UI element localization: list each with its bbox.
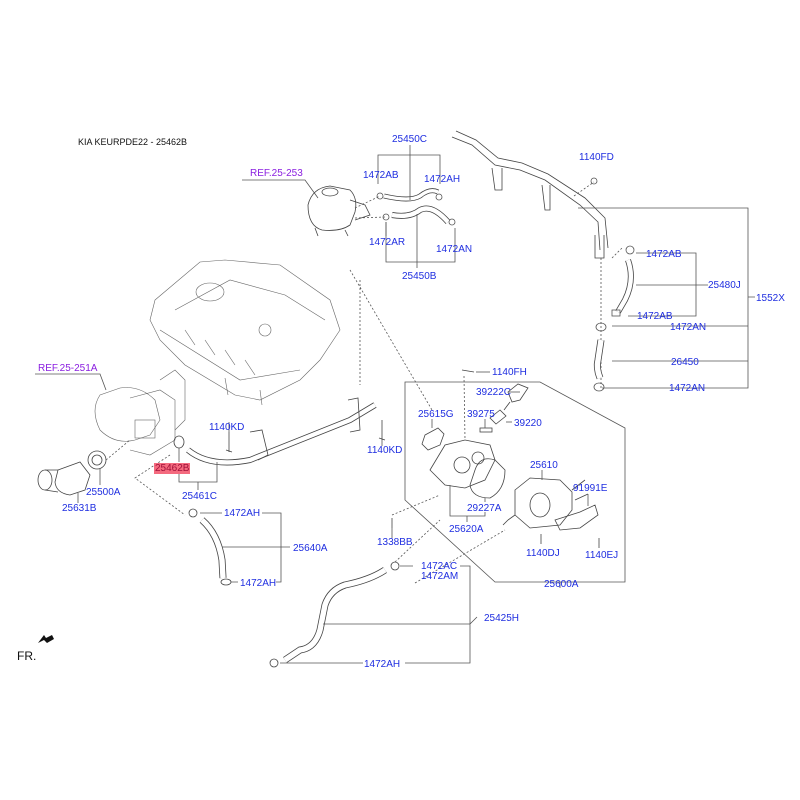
part-label-25615g[interactable]: 25615G (418, 409, 454, 420)
bolt-1140kd-left[interactable] (225, 432, 233, 453)
clamp-1472ab-r1[interactable] (625, 245, 635, 255)
thermostat-25500a[interactable] (87, 450, 107, 470)
clamp-1472an-r2[interactable] (593, 382, 605, 392)
thermostat-cover-25631b[interactable] (37, 461, 91, 496)
part-label-39275[interactable]: 39275 (467, 409, 495, 420)
part-label-26450[interactable]: 26450 (671, 357, 699, 368)
water-outlet-25610[interactable] (502, 477, 589, 529)
part-label-1472ah[interactable]: 1472AH (224, 508, 261, 519)
part-label-1472ah[interactable]: 1472AH (424, 174, 461, 185)
clamp-1472ab-top[interactable] (376, 192, 384, 200)
ref-25-251a[interactable]: REF.25-251A (38, 363, 98, 374)
bracket-25450b (385, 214, 456, 268)
bracket-25620a (449, 485, 486, 522)
orientation-front-label: FR. (17, 649, 37, 663)
part-label-1472an[interactable]: 1472AN (670, 322, 707, 333)
part-label-1472ab[interactable]: 1472AB (363, 170, 399, 181)
part-label-1472ah[interactable]: 1472AH (364, 659, 401, 670)
part-label-1472ab[interactable]: 1472AB (646, 249, 682, 260)
coolant-pipe-25461c[interactable] (186, 397, 377, 466)
hose-25425h[interactable] (283, 567, 387, 663)
clamp-1472ab-r2[interactable] (611, 309, 621, 317)
gasket-25615g[interactable] (421, 427, 445, 451)
clamp-1472an-top[interactable] (448, 218, 456, 226)
part-label-1472ar[interactable]: 1472AR (369, 237, 406, 248)
part-label-1140ej[interactable]: 1140EJ (585, 550, 619, 561)
clamp-1472ac[interactable] (390, 561, 400, 571)
bracket-25450c (377, 145, 441, 200)
hose-25450b[interactable] (391, 205, 451, 225)
sensor-39220[interactable] (489, 409, 507, 425)
bracket-25425h (280, 565, 478, 664)
arrow-front-icon (38, 635, 54, 643)
part-label-25450b[interactable]: 25450B (402, 271, 437, 282)
part-label-1140fh[interactable]: 1140FH (492, 367, 527, 378)
part-label-91991e[interactable]: 91991E (573, 483, 608, 494)
part-label-25631b[interactable]: 25631B (62, 503, 97, 514)
part-label-1140kd[interactable]: 1140KD (367, 445, 403, 456)
part-label-39220[interactable]: 39220 (514, 418, 542, 429)
clamp-1472ah-bottom[interactable] (269, 658, 279, 668)
part-label-1338bb[interactable]: 1338BB (377, 537, 413, 548)
clamp-1472ah-m2[interactable] (220, 578, 232, 586)
part-label-1140fd[interactable]: 1140FD (579, 152, 614, 163)
part-label-29227a[interactable]: 29227A (467, 503, 502, 514)
bracket-25480j (628, 252, 708, 317)
gasket-29227a[interactable] (469, 458, 506, 499)
part-label-1472an[interactable]: 1472AN (436, 244, 473, 255)
part-label-39222c[interactable]: 39222C (476, 387, 512, 398)
coolant-reservoir[interactable] (307, 185, 371, 237)
clamp-1472ah-top[interactable] (435, 193, 443, 201)
page-title: KIA KEURPDE22 - 25462B (78, 137, 188, 147)
assembly-box-25600a (404, 381, 626, 583)
hose-25480j[interactable] (615, 259, 634, 314)
part-label-25425h[interactable]: 25425H (484, 613, 520, 624)
ref-25-253-leader (242, 179, 319, 199)
ref-25-251a-leader (35, 373, 107, 391)
part-label-25610[interactable]: 25610 (530, 460, 558, 471)
part-label-25461c[interactable]: 25461C (182, 491, 218, 502)
part-label-1472am[interactable]: 1472AM (421, 571, 459, 582)
o-ring-39275[interactable] (479, 427, 493, 433)
clamp-1472an-r1[interactable] (595, 322, 607, 332)
hose-25450c[interactable] (383, 188, 440, 202)
part-label-1552x[interactable]: 1552X (756, 293, 785, 304)
part-label-25480j[interactable]: 25480J (708, 280, 741, 291)
bolt-1140fh[interactable] (461, 369, 475, 373)
water-pump[interactable] (94, 369, 186, 456)
clamp-1472ah-m1[interactable] (188, 508, 198, 518)
thermostat-housing-25620a[interactable] (429, 439, 496, 489)
hose-26450[interactable] (593, 339, 605, 380)
bracket-25461c (178, 462, 218, 490)
part-label-1472an[interactable]: 1472AN (669, 383, 706, 394)
connector-39222c[interactable] (503, 383, 529, 411)
ref-25-253[interactable]: REF.25-253 (250, 168, 303, 179)
part-label-25462b-highlighted[interactable]: 25462B (154, 463, 191, 474)
o-ring-25462b[interactable] (173, 435, 185, 449)
part-label-25450c[interactable]: 25450C (392, 134, 428, 145)
bracket-91991e[interactable] (554, 504, 599, 531)
part-label-1472ah[interactable]: 1472AH (240, 578, 277, 589)
part-label-25640a[interactable]: 25640A (293, 543, 328, 554)
part-label-1472ac[interactable]: 1472AC (421, 561, 458, 572)
bracket-1552x (578, 207, 755, 389)
part-label-25600a[interactable]: 25600A (544, 579, 579, 590)
part-label-25620a[interactable]: 25620A (449, 524, 484, 535)
part-label-1472ab[interactable]: 1472AB (637, 311, 673, 322)
cylinder-head[interactable] (149, 259, 341, 406)
bracket-25640a (200, 512, 290, 583)
hose-25640a[interactable] (199, 517, 227, 579)
coolant-pipe-assembly[interactable] (451, 130, 609, 259)
part-label-25500a[interactable]: 25500A (86, 487, 121, 498)
part-label-1140dj[interactable]: 1140DJ (526, 548, 560, 559)
bolt-1140kd-right[interactable] (378, 420, 386, 441)
bolt-1140fd[interactable] (590, 177, 598, 185)
part-label-1140kd[interactable]: 1140KD (209, 422, 245, 433)
